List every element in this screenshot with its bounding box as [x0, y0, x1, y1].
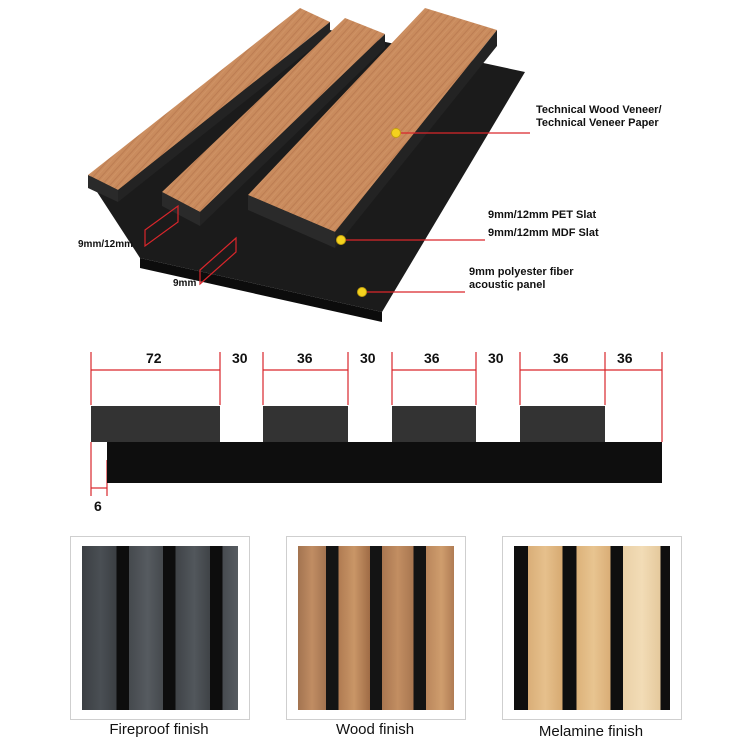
dim-base-offset: 6 — [94, 498, 102, 514]
slat-thickness-label: 9mm/12mm — [78, 239, 134, 250]
callout-panel: 9mm polyester fiber acoustic panel — [469, 266, 574, 292]
callout-veneer: Technical Wood Veneer/ Technical Veneer … — [536, 104, 662, 130]
dim-30-c: 30 — [488, 350, 504, 366]
swatch-fireproof-texture — [82, 546, 238, 710]
dim-30-a: 30 — [232, 350, 248, 366]
panel-thickness-label: 9mm — [173, 278, 197, 289]
wood-slat-3 — [248, 8, 497, 232]
dim-36-a: 36 — [297, 350, 313, 366]
callout-veneer-line1: Technical Wood Veneer/ — [536, 104, 662, 116]
swatch-fireproof — [70, 536, 250, 720]
callout-slat-line1: 9mm/12mm PET Slat — [488, 209, 597, 221]
caption-fireproof: Fireproof finish — [109, 721, 209, 738]
callout-slat-line2: 9mm/12mm MDF Slat — [488, 227, 599, 239]
swatch-wood-texture — [298, 546, 454, 710]
profile-slat-2 — [263, 406, 348, 442]
swatch-melamine-texture — [514, 546, 670, 710]
dim-30-b: 30 — [360, 350, 376, 366]
dim-36-c: 36 — [553, 350, 569, 366]
callout-dot-panel — [357, 287, 367, 297]
profile-slat-3 — [392, 406, 476, 442]
profile-felt-base — [107, 442, 662, 483]
dim-36-b: 36 — [424, 350, 440, 366]
callout-dot-slat — [336, 235, 346, 245]
callout-panel-line1: 9mm polyester fiber — [469, 266, 574, 278]
profile-slat-4 — [520, 406, 605, 442]
callout-slat: 9mm/12mm PET Slat 9mm/12mm MDF Slat — [488, 206, 599, 242]
callout-dot-veneer — [391, 128, 401, 138]
panel-illustration — [88, 8, 530, 322]
swatch-melamine — [502, 536, 682, 720]
profile-diagram — [90, 352, 663, 496]
wood-slat-2 — [162, 18, 385, 212]
swatch-wood — [286, 536, 466, 720]
dim-72: 72 — [146, 350, 162, 366]
caption-wood: Wood finish — [335, 721, 415, 738]
profile-slat-1 — [91, 406, 220, 442]
dim-36-d: 36 — [617, 350, 633, 366]
caption-melamine: Melamine finish — [538, 723, 644, 740]
callout-veneer-line2: Technical Veneer Paper — [536, 117, 659, 129]
callout-panel-line2: acoustic panel — [469, 279, 546, 291]
wood-slat-1 — [88, 8, 330, 190]
